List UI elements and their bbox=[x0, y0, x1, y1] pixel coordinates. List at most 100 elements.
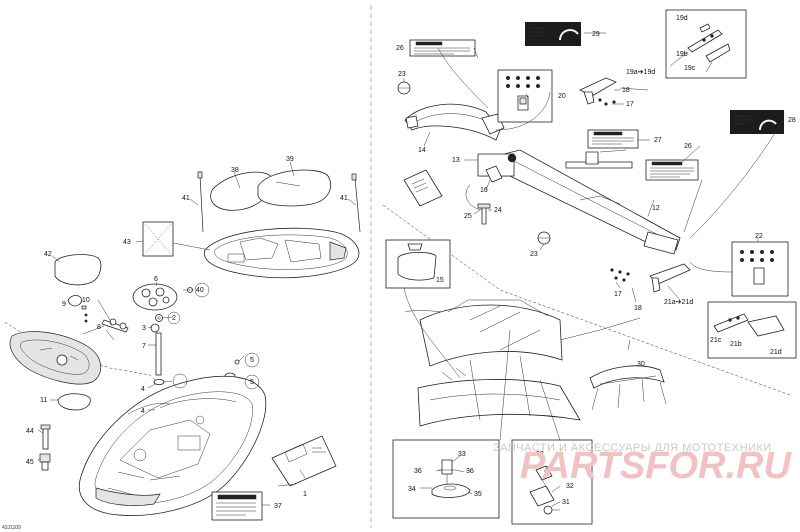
callout-36b: 36 bbox=[466, 468, 474, 475]
callout-25: 25 bbox=[464, 213, 472, 220]
callout-32a: 32 bbox=[536, 451, 544, 458]
washer-3 bbox=[150, 323, 160, 333]
callout-44: 44 bbox=[26, 428, 34, 435]
callout-22: 22 bbox=[755, 233, 763, 240]
callout-34: 34 bbox=[408, 486, 416, 493]
bracket-18-low bbox=[610, 263, 691, 293]
callout-6: 6 bbox=[154, 276, 158, 283]
watermark-logo: PARTSFOR.RU bbox=[520, 445, 792, 487]
watermark-tagline: ЗАПЧАСТИ И АКСЕССУАРЫ ДЛЯ МОТОТЕХНИКИ bbox=[493, 442, 772, 454]
callout-17b: 17 bbox=[614, 291, 622, 298]
callout-32b: 32 bbox=[566, 483, 574, 490]
callout-8: 8 bbox=[97, 324, 101, 331]
callout-ring-5a bbox=[244, 352, 260, 368]
callout-21b: 21b bbox=[730, 341, 742, 348]
bracket-18-top bbox=[579, 77, 617, 106]
callout-9: 9 bbox=[62, 301, 66, 308]
callout-39: 39 bbox=[286, 156, 294, 163]
label-37 bbox=[211, 491, 263, 521]
washer-4a bbox=[153, 378, 165, 385]
callout-19d: 19d bbox=[676, 15, 688, 22]
bracket-8 bbox=[101, 318, 129, 341]
cover-plate-1 bbox=[271, 435, 337, 487]
section-outline-right bbox=[382, 204, 791, 396]
callout-14: 14 bbox=[418, 147, 426, 154]
fitting-45 bbox=[39, 453, 51, 471]
callout-ring-40 bbox=[194, 282, 210, 298]
callout-12: 12 bbox=[652, 205, 660, 212]
callout-labels: 41 41 38 39 43 42 6 40 9 10 8 2 3 7 4 4 … bbox=[2, 15, 796, 531]
screw-24 bbox=[477, 203, 491, 225]
leader-lines-left bbox=[37, 161, 357, 506]
pole-right bbox=[351, 173, 361, 233]
document-id: 43J1109 bbox=[2, 525, 21, 531]
kit-box-21 bbox=[707, 301, 797, 359]
clip-9 bbox=[67, 295, 83, 307]
callout-16: 16 bbox=[480, 187, 488, 194]
callout-26b: 26 bbox=[684, 143, 692, 150]
pole-left bbox=[197, 171, 204, 233]
bolt-set-22 bbox=[731, 241, 789, 297]
lens-42 bbox=[54, 254, 102, 286]
washer-5a bbox=[234, 359, 240, 365]
decal-28 bbox=[730, 110, 784, 134]
callout-21d: 21d bbox=[770, 349, 782, 356]
label-26-right bbox=[645, 159, 699, 181]
callout-41a: 41 bbox=[182, 195, 190, 202]
cable-hook bbox=[465, 184, 485, 211]
callout-19a: 19a➔19d bbox=[626, 69, 655, 76]
callout-41b: 41 bbox=[340, 195, 348, 202]
callout-13: 13 bbox=[452, 157, 460, 164]
label-27 bbox=[587, 129, 639, 149]
callout-24: 24 bbox=[494, 207, 502, 214]
warning-card bbox=[403, 169, 443, 207]
hatch-lid bbox=[9, 331, 102, 385]
boat-top-view bbox=[204, 227, 360, 279]
callout-20: 20 bbox=[558, 93, 566, 100]
handle-11 bbox=[57, 393, 91, 411]
callout-38: 38 bbox=[231, 167, 239, 174]
callout-37: 37 bbox=[274, 503, 282, 510]
label-26-top bbox=[409, 39, 476, 57]
callout-33: 33 bbox=[458, 451, 466, 458]
mirror-box-15 bbox=[385, 239, 451, 289]
callout-42: 42 bbox=[44, 251, 52, 258]
callout-29: 29 bbox=[592, 31, 600, 38]
callout-18a: 18 bbox=[622, 87, 630, 94]
tube-7 bbox=[155, 332, 162, 376]
patch-43 bbox=[142, 221, 174, 257]
callout-4b: 4 bbox=[141, 408, 145, 415]
kit-box-19 bbox=[665, 9, 747, 79]
watermark: ЗАПЧАСТИ И АКСЕССУАРЫ ДЛЯ МОТОТЕХНИКИ PA… bbox=[493, 442, 792, 487]
callout-15: 15 bbox=[436, 277, 444, 284]
callout-21c: 21c bbox=[710, 337, 722, 344]
seat-cushion-39 bbox=[257, 169, 331, 207]
callout-ring-2 bbox=[167, 311, 181, 325]
screw-44 bbox=[40, 424, 51, 450]
callout-11: 11 bbox=[40, 397, 47, 404]
callout-23b: 23 bbox=[530, 251, 538, 258]
callout-5a: 5 bbox=[250, 357, 254, 364]
callout-ring-4 bbox=[172, 373, 188, 389]
callout-26a: 26 bbox=[396, 45, 404, 52]
callout-5b: 5 bbox=[250, 379, 254, 386]
callout-ring-5b bbox=[244, 374, 260, 390]
screw-10 bbox=[81, 305, 87, 310]
tower-30 bbox=[589, 365, 667, 411]
tower-frame-14 bbox=[404, 103, 505, 141]
boat-with-tower bbox=[404, 299, 641, 427]
callout-27: 27 bbox=[654, 137, 662, 144]
callout-36a: 36 bbox=[414, 468, 422, 475]
callout-45: 45 bbox=[26, 459, 34, 466]
callout-23a: 23 bbox=[398, 71, 406, 78]
callout-21a: 21a➔21d bbox=[664, 299, 693, 306]
callout-4a: 4 bbox=[141, 386, 145, 393]
callout-35: 35 bbox=[474, 491, 482, 498]
leader-lines-right bbox=[403, 32, 785, 511]
callout-19b: 19b bbox=[676, 51, 688, 58]
tower-rail-12 bbox=[477, 149, 681, 255]
callout-1: 1 bbox=[303, 491, 307, 498]
decal-29 bbox=[525, 22, 581, 46]
callout-43: 43 bbox=[123, 239, 131, 246]
